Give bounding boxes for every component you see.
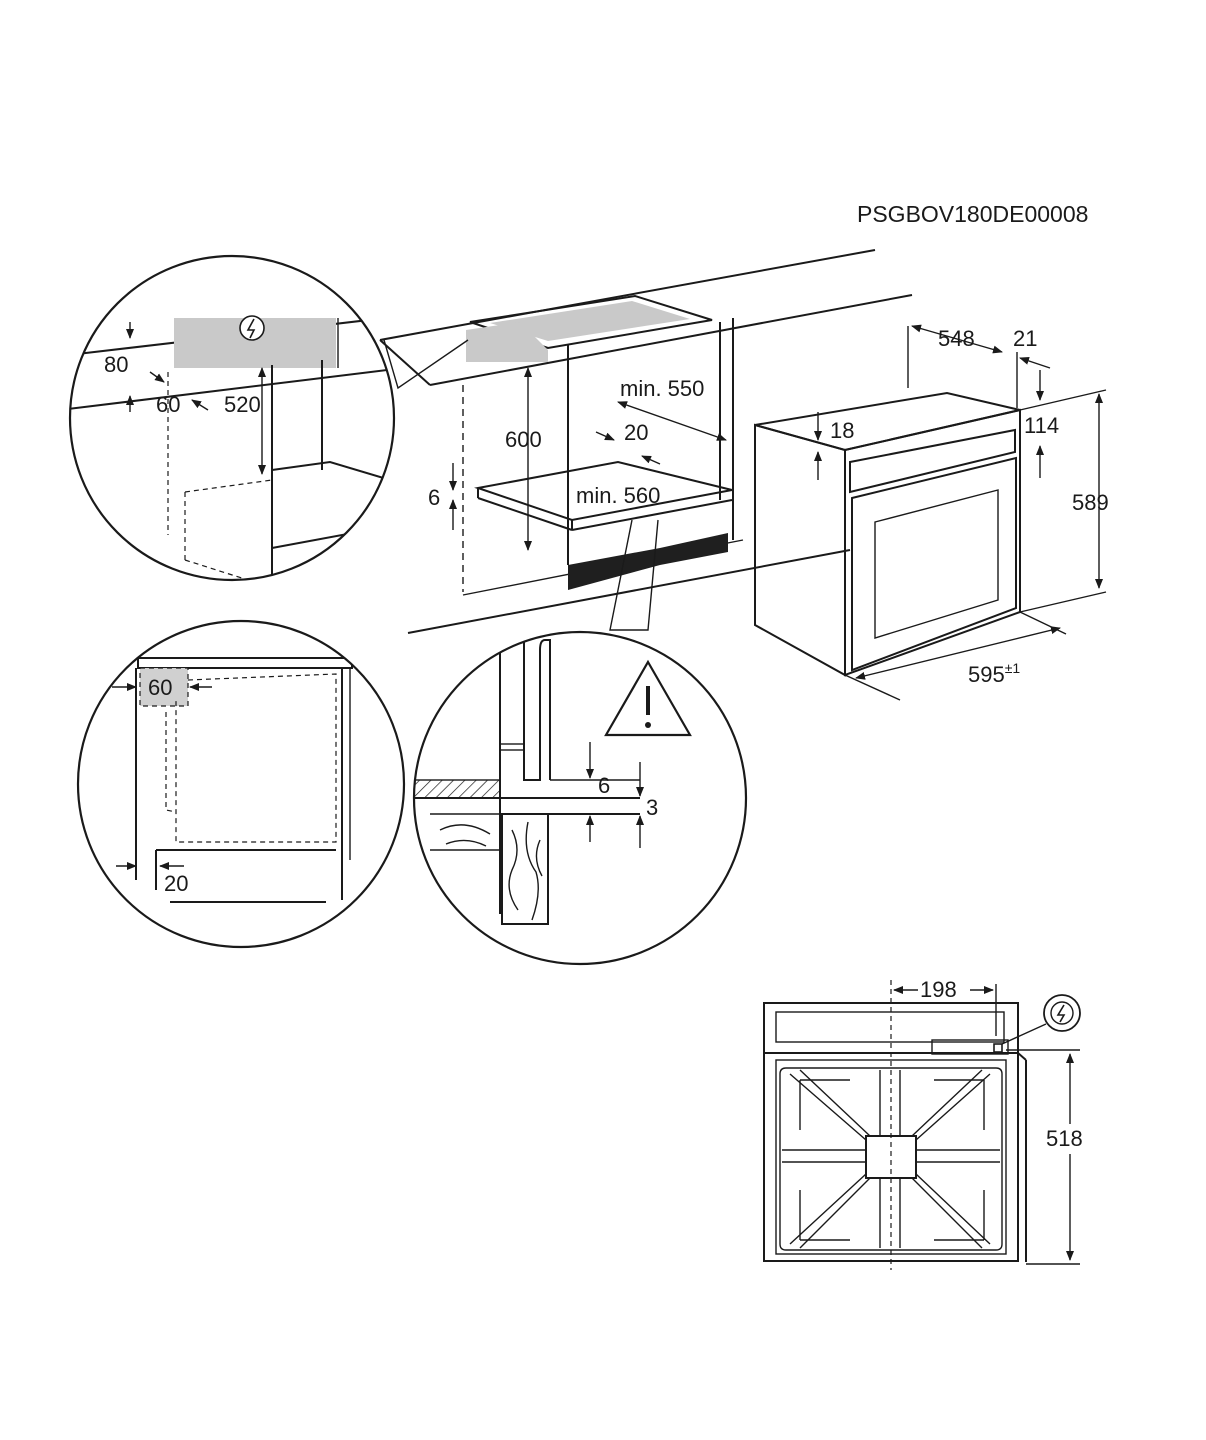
oven-unit: 548 21 18 114 589 595±1 xyxy=(754,324,1109,701)
dim-595: 595±1 xyxy=(968,660,1020,687)
ventilation-plinth xyxy=(568,548,660,590)
lightning-in-circle-icon xyxy=(239,315,265,341)
rear-dim-518: 518 xyxy=(1046,1126,1083,1151)
dim-min-550: min. 550 xyxy=(620,376,704,401)
side-electrical-zone xyxy=(139,667,189,707)
detail-countertop-clearance: 80 60 520 xyxy=(68,254,396,582)
dim-600: 600 xyxy=(505,427,542,452)
dim-6: 6 xyxy=(428,485,440,510)
detail-dim-520: 520 xyxy=(224,392,261,417)
detail-side-clearance: 60 20 xyxy=(76,619,406,949)
dim-589: 589 xyxy=(1072,490,1109,515)
detail-floor-gap: 6 3 xyxy=(412,630,748,966)
wood-panel xyxy=(501,813,549,925)
dim-18: 18 xyxy=(830,418,854,443)
dim-595-tolerance: ±1 xyxy=(1005,660,1021,676)
cabinet-scene: 600 6 min. 550 20 min. 560 xyxy=(379,249,913,634)
floor-dim-3: 3 xyxy=(646,795,658,820)
dim-20: 20 xyxy=(624,420,648,445)
side-dim-60: 60 xyxy=(148,675,172,700)
dim-114: 114 xyxy=(1024,413,1059,438)
dim-548: 548 xyxy=(938,326,975,351)
oven-rear-view: 198 518 xyxy=(763,976,1096,1270)
rear-lightning-in-circle-icon xyxy=(1043,994,1081,1032)
warning-triangle-icon xyxy=(604,659,692,737)
rear-connection-point xyxy=(993,1043,1003,1053)
hatched-shelf xyxy=(414,779,501,799)
rear-dim-198: 198 xyxy=(920,977,957,1002)
drawing-code: PSGBOV180DE00008 xyxy=(857,201,1088,227)
dim-21: 21 xyxy=(1013,326,1037,351)
cabinet-connection-zone xyxy=(466,322,548,362)
detail-dim-80: 80 xyxy=(104,352,128,377)
fan-grille xyxy=(779,1067,1003,1251)
floor-dim-6: 6 xyxy=(598,773,610,798)
detail-dim-60: 60 xyxy=(156,392,180,417)
side-dim-20: 20 xyxy=(164,871,188,896)
dim-min-560: min. 560 xyxy=(576,483,660,508)
